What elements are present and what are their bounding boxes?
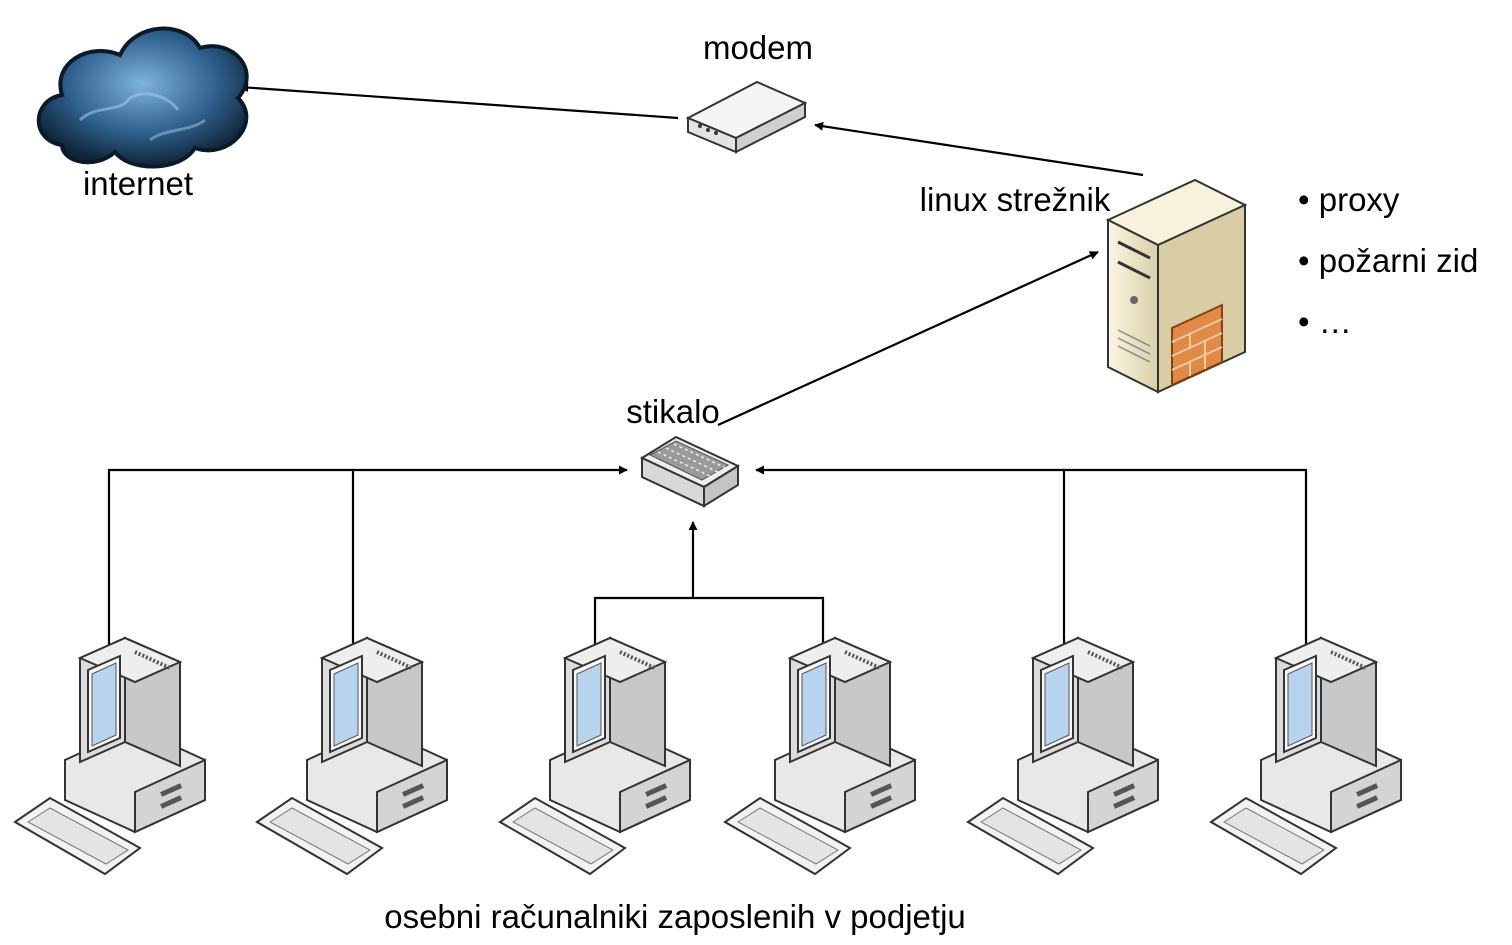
link-pcs-left [107,468,355,678]
desktop-computer-icon [966,636,1160,876]
desktop-computer-icon [723,636,917,876]
desktop-computer-icon [1209,636,1403,876]
server-role-firewall: • požarni zid [1298,242,1478,279]
link-server-modem [814,121,1144,177]
link-pcs-middle [593,596,825,678]
link-modem-internet [239,83,679,120]
modem-icon [685,80,808,154]
link-switch-server [717,250,1099,427]
server-role-more: • … [1298,303,1352,340]
cloud-icon [36,26,249,169]
link-pcs-right [1062,468,1308,678]
switch-icon [639,435,741,508]
server-firewall-icon [1105,178,1248,394]
server-role-proxy: • proxy [1298,181,1400,218]
modem-label: modem [703,29,813,66]
desktop-computer-icon [13,636,207,876]
desktop-computer-icon [498,636,692,876]
desktop-computer-icon [255,636,449,876]
server-label: linux strežnik [920,181,1111,218]
clients-caption: osebni računalniki zaposlenih v podjetju [384,898,966,935]
switch-label: stikalo [626,393,720,430]
internet-label: internet [83,165,193,202]
